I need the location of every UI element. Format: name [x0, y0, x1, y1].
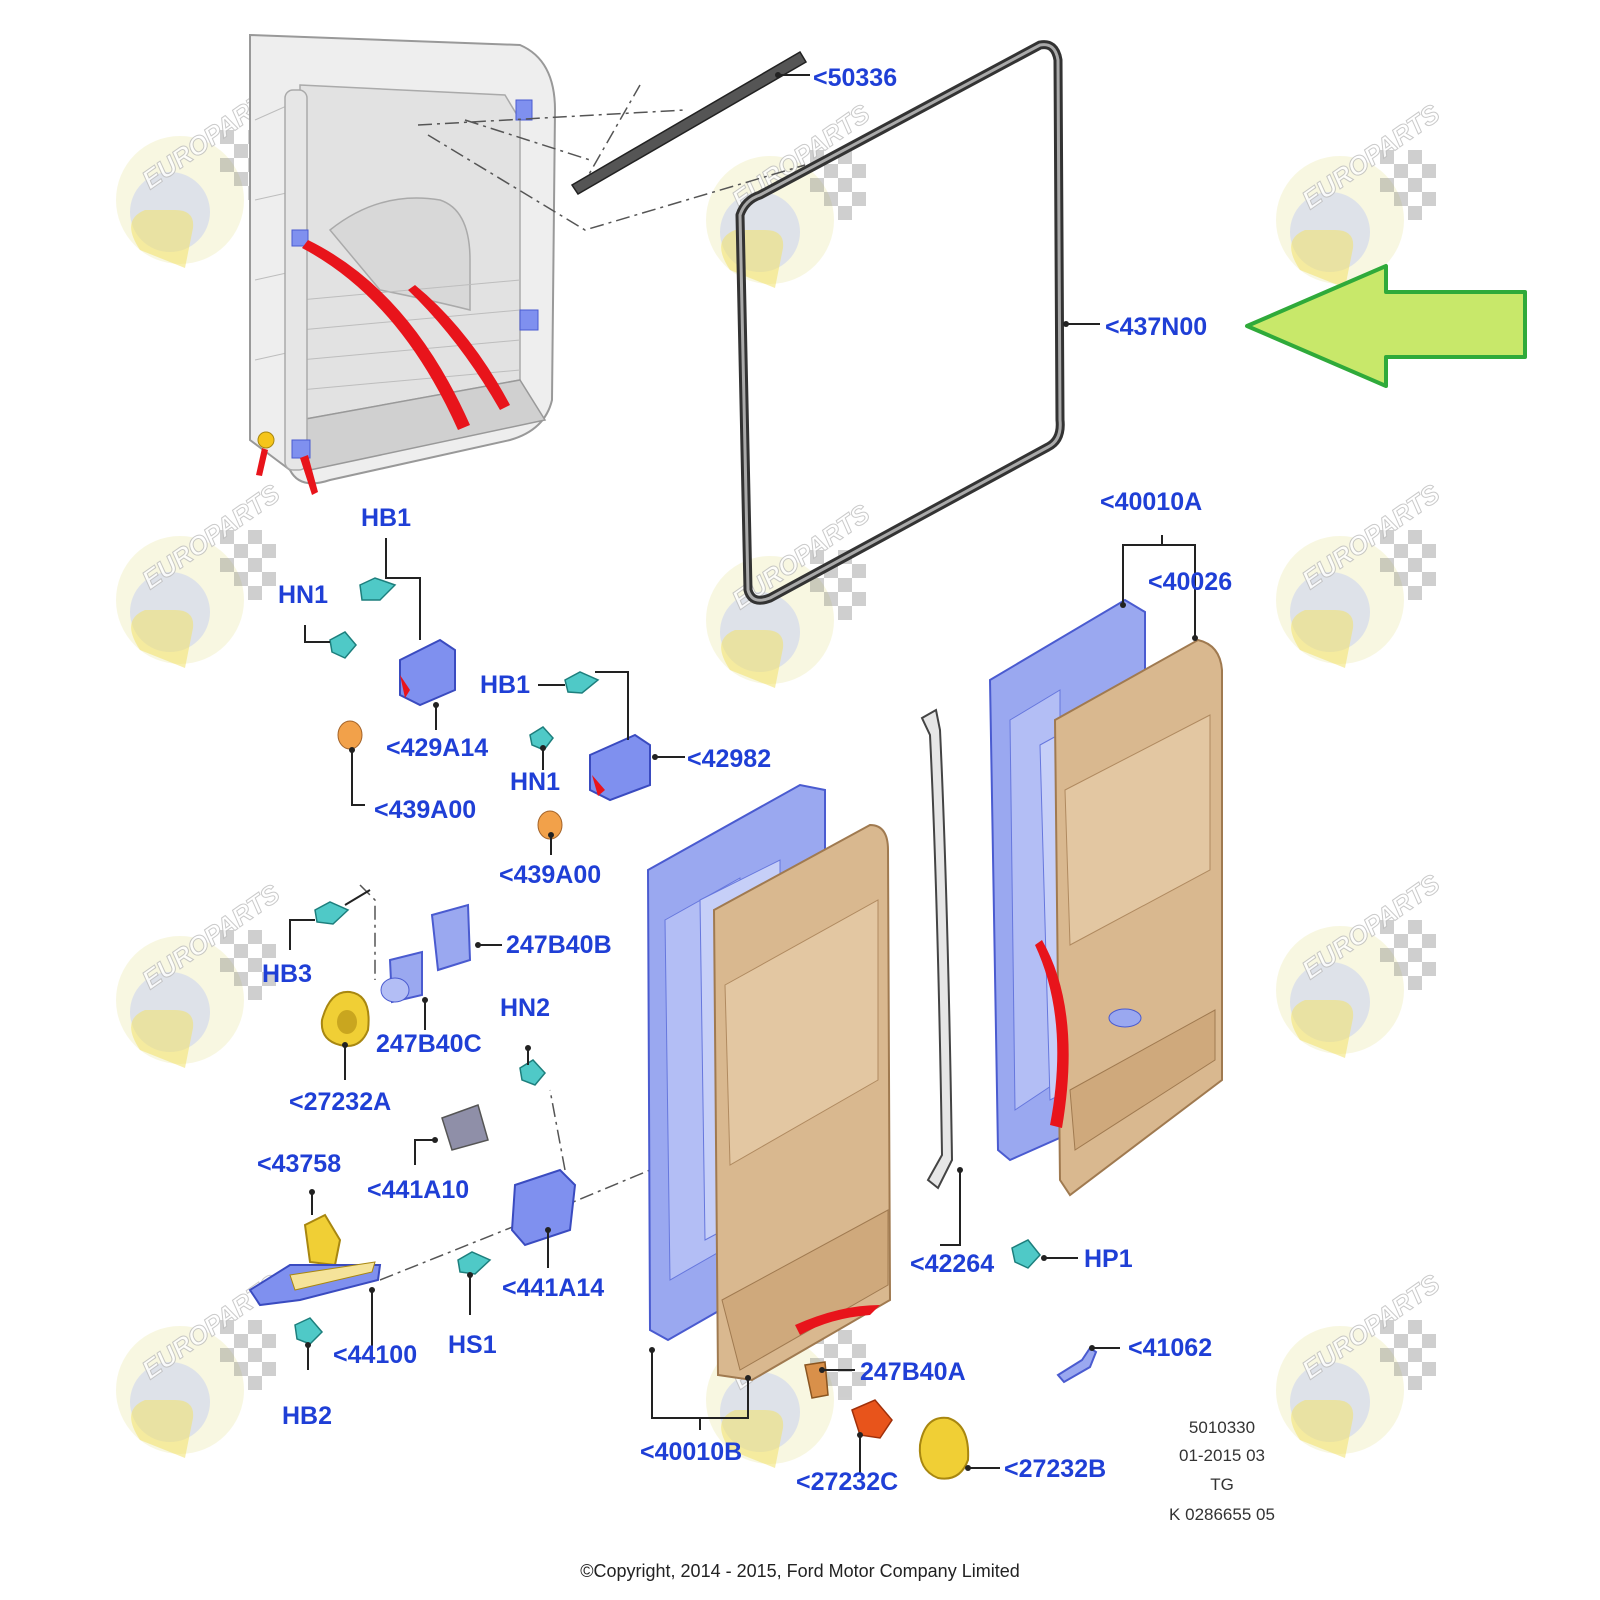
- door-assembly-right: [988, 598, 1223, 1197]
- label-247B40C: 247B40C: [376, 1030, 482, 1058]
- label-441A14: <441A14: [502, 1274, 605, 1302]
- drawing-date: 01-2015 03: [1178, 1446, 1266, 1465]
- drawing-reference: K 0286655 05: [1169, 1505, 1275, 1524]
- label-40026: <40026: [1148, 568, 1233, 596]
- label-HN2: HN2: [500, 994, 551, 1022]
- label-HB1-upper: HB1: [361, 504, 412, 532]
- callout-lines: [289, 535, 1196, 1475]
- label-50336: <50336: [813, 64, 898, 92]
- label-27232C: <27232C: [796, 1468, 899, 1496]
- callout-dots: [305, 602, 1198, 1471]
- part-42264-rail: [920, 708, 954, 1190]
- part-50336-strip: [570, 50, 810, 196]
- label-HS1: HS1: [448, 1331, 497, 1359]
- label-HB3: HB3: [262, 960, 313, 988]
- label-43758: <43758: [257, 1150, 342, 1178]
- label-437N00: <437N00: [1105, 313, 1208, 341]
- hinge-upper: [399, 638, 651, 802]
- door-assembly-left: [646, 783, 892, 1382]
- label-429A14: <429A14: [386, 734, 489, 762]
- label-439A00-right: <439A00: [499, 861, 602, 889]
- leader-lines: [359, 84, 806, 1281]
- drawing-number: 5010330: [1188, 1418, 1256, 1437]
- label-HN1-upper: HN1: [278, 581, 329, 609]
- label-HP1: HP1: [1084, 1245, 1133, 1273]
- label-42982: <42982: [687, 745, 772, 773]
- label-247B40A: 247B40A: [860, 1358, 966, 1386]
- check-arm-parts: [248, 903, 1098, 1480]
- label-40010B: <40010B: [640, 1438, 743, 1466]
- label-41062: <41062: [1128, 1334, 1213, 1362]
- label-HB1-lower: HB1: [480, 671, 531, 699]
- fasteners: [294, 577, 1041, 1345]
- label-40010A: <40010A: [1100, 488, 1203, 516]
- label-HN1-lower: HN1: [510, 768, 561, 796]
- label-27232A: <27232A: [289, 1088, 392, 1116]
- highlight-arrow-icon: [1245, 264, 1527, 388]
- label-42264: <42264: [910, 1250, 995, 1278]
- van-body-rear-view: [249, 33, 557, 495]
- label-441A10: <441A10: [367, 1176, 470, 1204]
- drawing-code: TG: [1210, 1475, 1234, 1494]
- label-439A00-left: <439A00: [374, 796, 477, 824]
- part-437N00-seal: [735, 40, 1100, 605]
- label-44100: <44100: [333, 1341, 418, 1369]
- copyright-notice: ©Copyright, 2014 - 2015, Ford Motor Comp…: [580, 1561, 1020, 1581]
- label-27232B: <27232B: [1004, 1455, 1107, 1483]
- label-HB2: HB2: [282, 1402, 333, 1430]
- label-247B40B: 247B40B: [506, 931, 612, 959]
